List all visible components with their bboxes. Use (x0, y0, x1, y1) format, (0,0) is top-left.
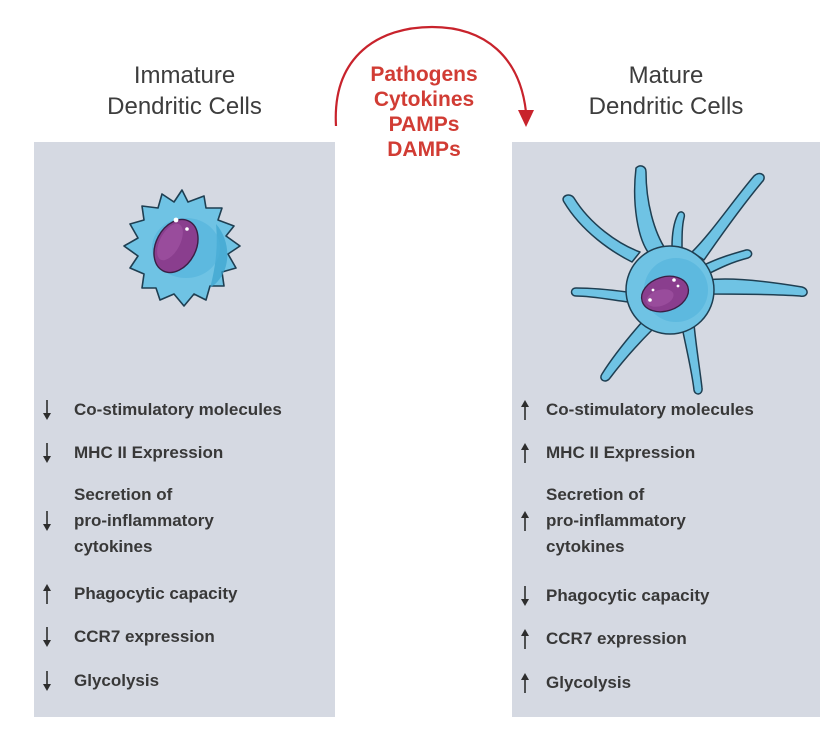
feature-label: cytokines (546, 537, 625, 556)
arrow-arc (334, 25, 528, 127)
stimulus-pathogens: Pathogens (370, 63, 478, 86)
maturation-stimuli: Pathogens Cytokines PAMPs DAMPs (345, 62, 503, 162)
feature-label: Secretion of (74, 485, 173, 504)
feature-co-stimulatory: Co-stimulatory molecules (512, 397, 754, 423)
arrow-down-icon (34, 670, 60, 692)
feature-label: CCR7 expression (546, 629, 687, 648)
arrow-up-icon (512, 399, 538, 421)
mature-dendritic-cell-icon (562, 165, 808, 395)
arrow-down-icon (34, 399, 60, 421)
immature-dendritic-cell-icon (123, 189, 241, 307)
feature-label: MHC II Expression (546, 443, 696, 462)
arrow-up-icon (512, 672, 538, 694)
arrow-up-icon (512, 442, 538, 464)
immature-dc-panel: Co-stimulatory molecules MHC II Expressi… (34, 142, 335, 717)
arrow-down-icon (34, 510, 60, 532)
feature-label: Co-stimulatory molecules (74, 400, 282, 419)
stimulus-pamps: PAMPs (388, 113, 460, 136)
arrow-down-icon (34, 626, 60, 648)
feature-glycolysis: Glycolysis (34, 668, 159, 694)
stimulus-damps: DAMPs (387, 138, 461, 161)
feature-label: Phagocytic capacity (74, 584, 238, 603)
feature-secretion: Secretion of pro-inflammatory cytokines (512, 482, 686, 560)
feature-mhc-ii: MHC II Expression (34, 440, 223, 466)
arrow-up-icon (512, 628, 538, 650)
mature-dc-panel: Co-stimulatory molecules MHC II Expressi… (512, 142, 820, 717)
title-line: Mature (628, 62, 704, 89)
feature-label: Glycolysis (546, 673, 632, 692)
feature-phagocytic: Phagocytic capacity (34, 581, 237, 607)
feature-co-stimulatory: Co-stimulatory molecules (34, 397, 282, 423)
feature-label: Co-stimulatory molecules (546, 400, 754, 419)
stimulus-cytokines: Cytokines (373, 88, 475, 111)
arrow-up-icon (34, 583, 60, 605)
feature-label: pro-inflammatory (546, 511, 686, 530)
feature-phagocytic: Phagocytic capacity (512, 583, 709, 609)
feature-label: pro-inflammatory (74, 511, 214, 530)
feature-glycolysis: Glycolysis (512, 670, 631, 696)
feature-label: cytokines (74, 537, 153, 556)
feature-ccr7: CCR7 expression (512, 626, 687, 652)
feature-label: Glycolysis (74, 671, 160, 690)
feature-mhc-ii: MHC II Expression (512, 440, 695, 466)
arrow-head (518, 110, 534, 127)
arrow-down-icon (512, 585, 538, 607)
feature-label: Phagocytic capacity (546, 586, 710, 605)
title-line: Dendritic Cells (107, 93, 262, 120)
arrow-up-icon (512, 510, 538, 532)
feature-label: CCR7 expression (74, 627, 215, 646)
mature-dc-title: Mature Dendritic Cells (512, 60, 820, 122)
feature-ccr7: CCR7 expression (34, 624, 215, 650)
arrow-down-icon (34, 442, 60, 464)
title-line: Immature (133, 62, 236, 89)
feature-label: Secretion of (546, 485, 645, 504)
title-line: Dendritic Cells (588, 93, 744, 120)
feature-label: MHC II Expression (74, 443, 224, 462)
feature-secretion: Secretion of pro-inflammatory cytokines (34, 482, 214, 560)
immature-dc-title: Immature Dendritic Cells (34, 60, 335, 122)
